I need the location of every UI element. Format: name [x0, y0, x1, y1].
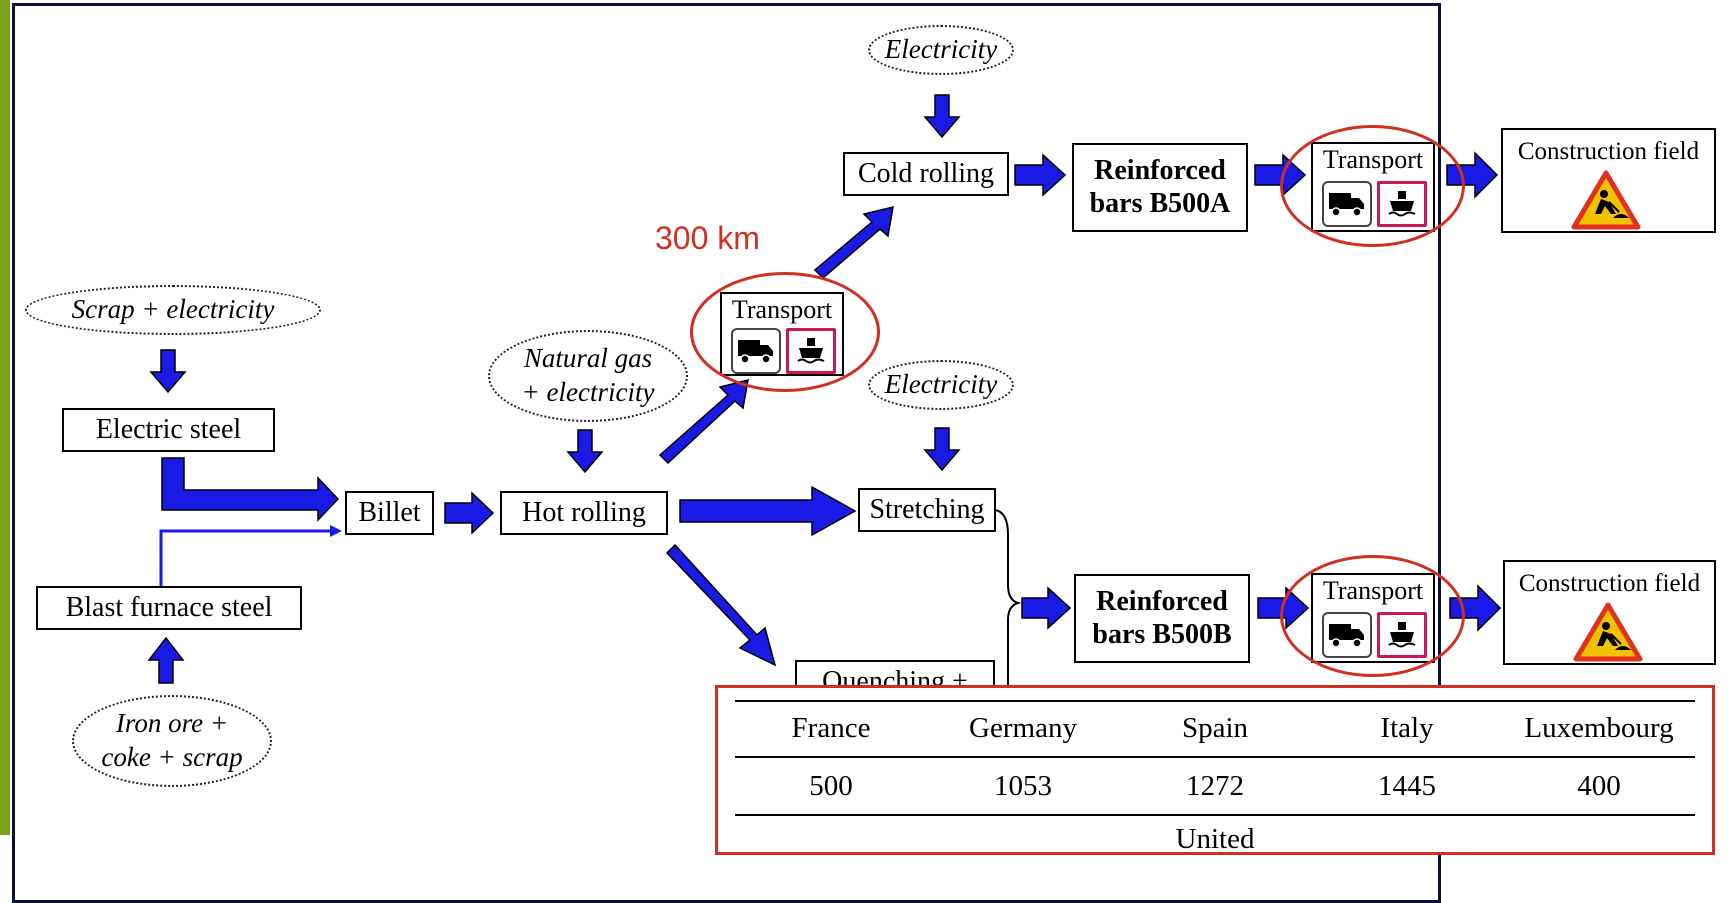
arrow-blast-to-billet [159, 529, 330, 586]
arrow-billet-to-hot [444, 491, 495, 535]
table-cell: 400 [1577, 770, 1621, 802]
table-cell-partial: United [1175, 823, 1255, 855]
construction-field-label: Construction field [1518, 570, 1701, 597]
arrow-hot-to-stretching [679, 485, 857, 537]
node-billet: Billet [345, 491, 434, 535]
table-cell: 1053 [994, 770, 1052, 802]
input-iron-ore: Iron ore +coke + scrap [72, 695, 272, 787]
merge-brace [994, 509, 1022, 690]
construction-field-label: Construction field [1517, 138, 1700, 165]
input-scrap-electricity: Scrap + electricity [25, 285, 321, 335]
table-header-cell: Luxembourg [1524, 712, 1674, 744]
table-header-row: France Germany Spain Italy Luxembourg [735, 712, 1695, 745]
node-stretching: Stretching [858, 488, 996, 532]
table-row: 500 1053 1272 1445 400 [735, 770, 1695, 803]
construction-worker-icon [1573, 602, 1643, 662]
table-cell: 1272 [1186, 770, 1244, 802]
arrow-hot-to-transport [658, 378, 749, 465]
arrow-ore-to-blast [147, 636, 185, 684]
arrow-transport-to-cold [813, 206, 894, 280]
input-electricity-stretch: Electricity [868, 360, 1014, 410]
node-blast-furnace-steel: Blast furnace steel [36, 586, 302, 630]
table-row-partial: United [735, 823, 1695, 856]
arrow-electric-to-billet [161, 457, 340, 522]
arrow-brace-to-bars-b [1021, 586, 1072, 630]
table-header-cell: Spain [1181, 712, 1249, 744]
highlight-transport-middle [690, 272, 880, 392]
highlight-transport-bottom [1280, 555, 1465, 677]
table-rule-top [735, 700, 1695, 702]
table-cell: 500 [809, 770, 853, 802]
node-cold-rolling: Cold rolling [843, 152, 1009, 196]
node-hot-rolling: Hot rolling [500, 491, 668, 535]
table-rule-bottom [735, 814, 1695, 816]
input-electricity-cold: Electricity [868, 25, 1014, 75]
arrow-gas-to-hot-rolling [567, 429, 603, 473]
arrow-hot-to-quenching [665, 543, 777, 667]
node-electric-steel: Electric steel [62, 408, 275, 452]
table-rule-mid [735, 756, 1695, 758]
arrow-electricity-to-cold-rolling [924, 94, 960, 138]
input-natural-gas: Natural gas+ electricity [488, 330, 688, 422]
construction-worker-icon [1571, 170, 1641, 230]
arrow-electricity-to-stretching [924, 427, 960, 471]
node-construction-field-b: Construction field [1503, 560, 1716, 665]
distance-table: France Germany Spain Italy Luxembourg 50… [715, 685, 1715, 855]
table-cell: 1445 [1378, 770, 1436, 802]
arrow-scrap-to-electric [150, 349, 186, 393]
table-header-cell: France [791, 712, 871, 744]
table-header-cell: Italy [1380, 712, 1434, 744]
accent-bar [0, 0, 10, 835]
arrow-cold-to-bars-a [1014, 153, 1067, 197]
highlight-transport-top [1280, 125, 1465, 247]
arrow-blast-to-billet-head [330, 525, 342, 537]
node-construction-field-a: Construction field [1501, 128, 1716, 233]
distance-label: 300 km [655, 220, 760, 256]
table-header-cell: Germany [969, 712, 1077, 744]
